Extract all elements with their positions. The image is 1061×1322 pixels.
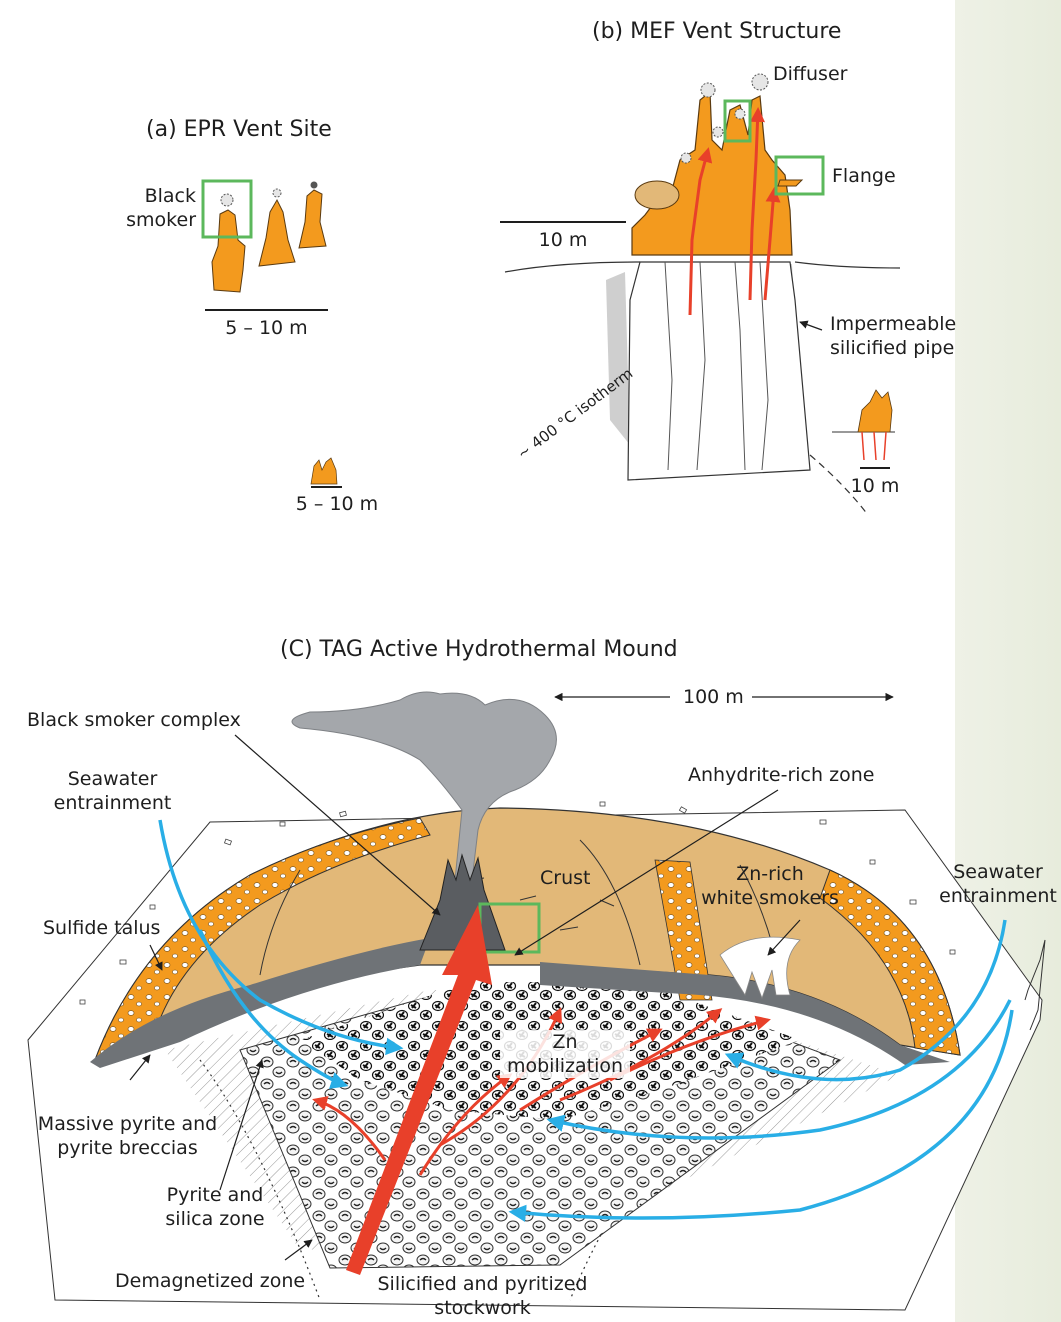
epr-chimney-2: [259, 200, 295, 266]
epr-chimney-1: [212, 210, 245, 292]
mef-chimney: [632, 92, 792, 255]
epr-chimney-3: [299, 190, 326, 248]
silicified-pipe-left: [606, 272, 630, 445]
label-crust: Crust: [540, 866, 590, 890]
panel-b-title: (b) MEF Vent Structure: [592, 18, 841, 46]
label-black-smoker-complex: Black smoker complex: [27, 708, 241, 732]
label-scale-a: 5 – 10 m: [205, 316, 328, 340]
stockwork-pipe: [628, 262, 810, 480]
label-zn-white-smokers: Zn-rich white smokers: [695, 862, 845, 910]
label-zn-mobilization: Zn mobilization: [500, 1030, 630, 1078]
label-stockwork: Silicified and pyritized stockwork: [370, 1272, 595, 1320]
label-impermeable-pipe: Impermeable silicified pipe: [830, 312, 956, 360]
label-flange: Flange: [832, 164, 896, 188]
label-scale-b: 10 m: [500, 228, 626, 252]
label-seawater-right: Seawater entrainment: [928, 860, 1061, 908]
label-diffuser: Diffuser: [773, 62, 847, 86]
panel-a-title: (a) EPR Vent Site: [146, 116, 332, 144]
panel-b-structure: [500, 74, 900, 515]
label-seawater-left: Seawater entrainment: [30, 767, 195, 815]
label-sulfide-talus: Sulfide talus: [43, 916, 160, 940]
label-scale-b-small: 10 m: [845, 474, 905, 498]
label-scale-100m: 100 m: [683, 685, 744, 709]
seafloor-b: [505, 262, 640, 272]
label-anhydrite-zone: Anhydrite-rich zone: [688, 763, 874, 787]
label-demagnetized: Demagnetized zone: [115, 1269, 305, 1293]
label-pyrite-silica: Pyrite and silica zone: [155, 1183, 275, 1231]
panel-c-title: (C) TAG Active Hydrothermal Mound: [280, 636, 678, 664]
label-black-smoker: Black smoker: [112, 184, 196, 232]
label-scale-a-small: 5 – 10 m: [287, 492, 387, 516]
label-massive-pyrite: Massive pyrite and pyrite breccias: [30, 1112, 225, 1160]
